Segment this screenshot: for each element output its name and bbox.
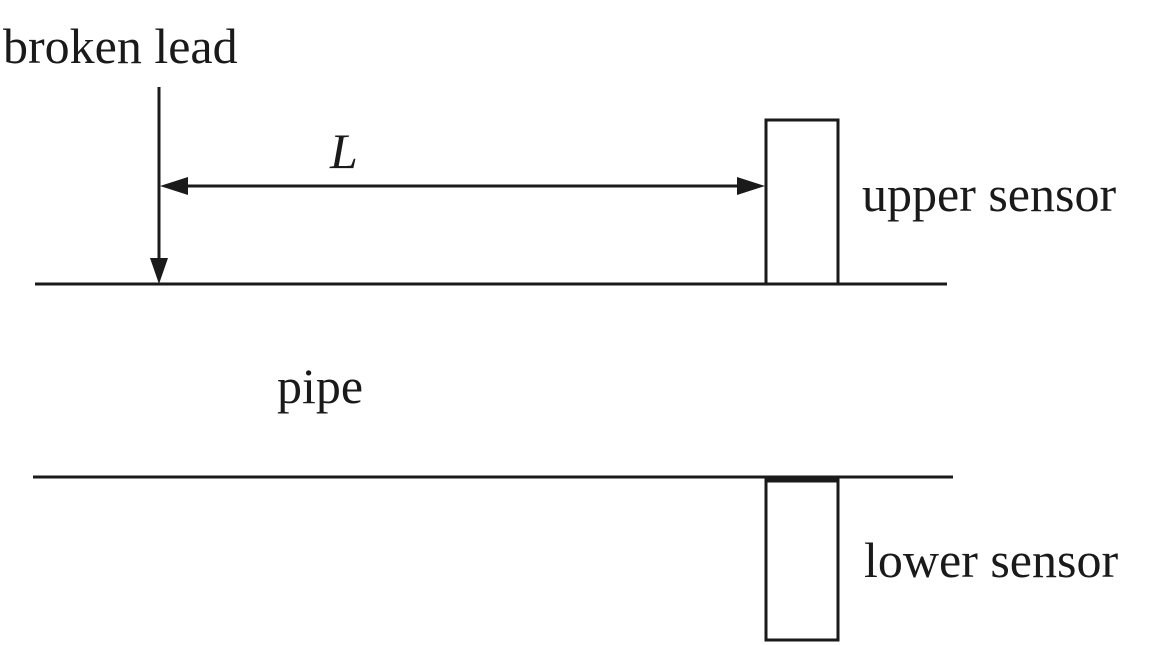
- upper-sensor: [764, 118, 840, 286]
- broken-lead-label: broken lead: [3, 18, 238, 74]
- broken-lead-arrow: [150, 87, 168, 284]
- distance-label: L: [329, 123, 358, 179]
- upper-sensor-label: upper sensor: [862, 166, 1116, 222]
- lower-sensor: [764, 478, 840, 642]
- pipe-label: pipe: [277, 358, 363, 414]
- distance-dimension: [160, 177, 765, 195]
- lower-sensor-label: lower sensor: [864, 532, 1118, 588]
